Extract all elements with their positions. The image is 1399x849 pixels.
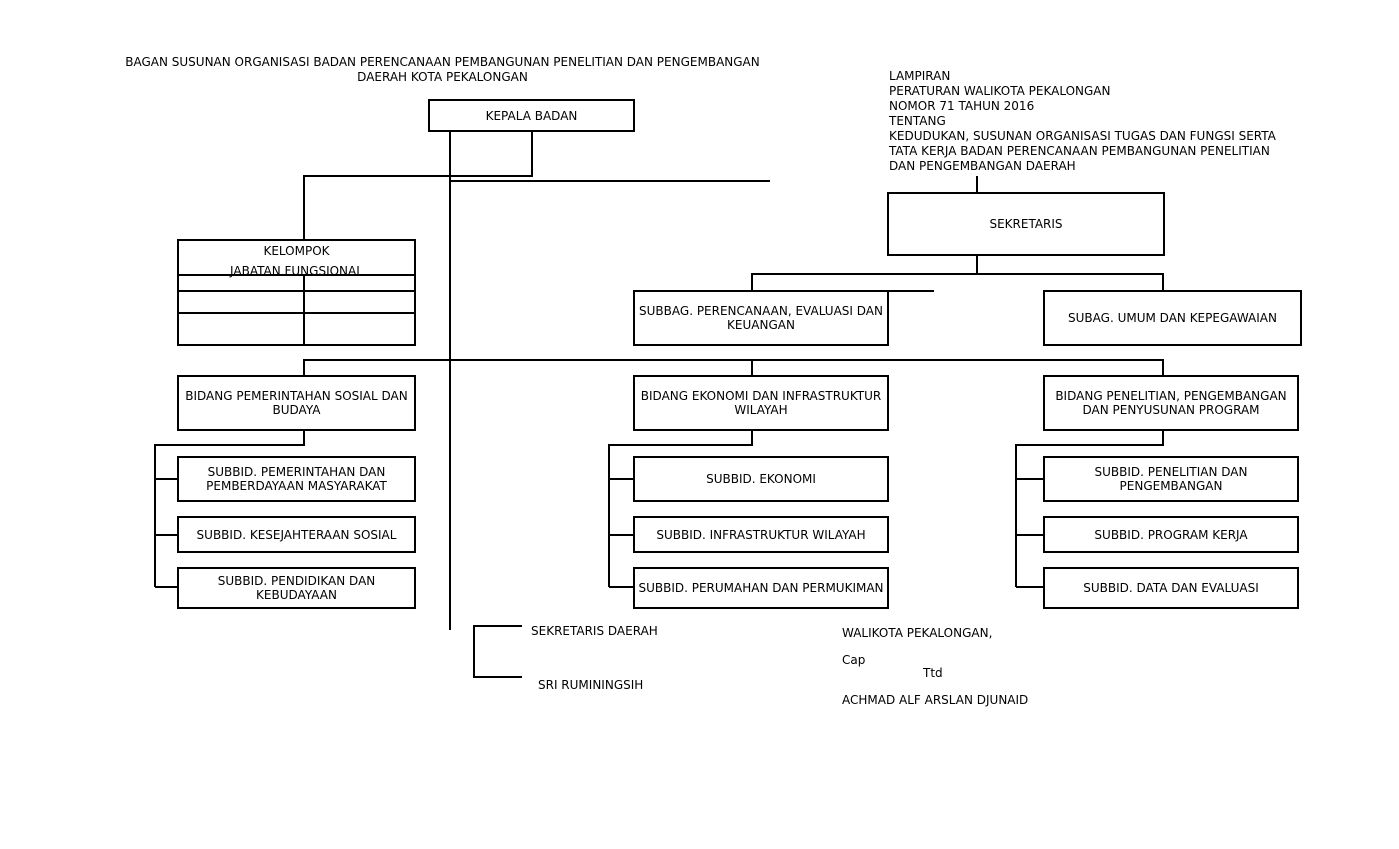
lampiran-line: KEDUDUKAN, SUSUNAN ORGANISASI TUGAS DAN …: [889, 129, 1276, 143]
bidang-ekonomi-line-1: BIDANG EKONOMI DAN INFRASTRUKTUR: [640, 389, 882, 403]
subbid-ekonomi-box: SUBBID. EKONOMI: [633, 456, 889, 502]
walikota-ttd: Ttd: [923, 666, 943, 680]
bidang-ekonomi-box: BIDANG EKONOMI DAN INFRASTRUKTUR WILAYAH: [633, 375, 889, 431]
walikota-title: WALIKOTA PEKALONGAN,: [842, 626, 993, 640]
lampiran-line: TENTANG: [889, 114, 946, 128]
kelompok-line-1: KELOMPOK: [263, 244, 330, 258]
sekretaris-box: SEKRETARIS: [887, 192, 1165, 256]
connector-bidang-3-tree: [1015, 430, 1164, 588]
subbag-perencanaan-line-2: KEUANGAN: [727, 318, 795, 332]
sekretaris-label: SEKRETARIS: [989, 217, 1063, 231]
lampiran-line: NOMOR 71 TAHUN 2016: [889, 99, 1035, 113]
subbid-line: SUBBID. EKONOMI: [706, 472, 816, 486]
bidang-penelitian-box: BIDANG PENELITIAN, PENGEMBANGAN DAN PENY…: [1043, 375, 1299, 431]
subbid-line: SUBBID. KESEJAHTERAAN SOSIAL: [196, 527, 397, 542]
subbid-line: PEMBERDAYAAN MASYARAKAT: [206, 479, 387, 493]
chart-title-line-1: BAGAN SUSUNAN ORGANISASI BADAN PERENCANA…: [125, 55, 760, 69]
bidang-pemerintahan-box: BIDANG PEMERINTAHAN SOSIAL DAN BUDAYA: [177, 375, 416, 431]
lampiran-line: TATA KERJA BADAN PERENCANAAN PEMBANGUNAN…: [889, 144, 1270, 158]
subbid-line: PENGEMBANGAN: [1119, 479, 1223, 493]
bidang-ekonomi-line-2: WILAYAH: [734, 403, 788, 417]
kelompok-grid: [178, 274, 415, 344]
subbid-line: SUBBID. INFRASTRUKTUR WILAYAH: [656, 527, 866, 542]
kelompok-label: KELOMPOK JABATAN FUNGSIONAL: [179, 241, 414, 281]
connector-bidang-2-tree: [608, 430, 753, 588]
kelompok-jabatan-box: KELOMPOK JABATAN FUNGSIONAL: [177, 239, 416, 346]
subbid-line: KEBUDAYAAN: [256, 588, 337, 602]
subbid-line: SUBBID. PROGRAM KERJA: [1094, 527, 1248, 542]
subbid-infrastruktur-box: SUBBID. INFRASTRUKTUR WILAYAH: [633, 516, 889, 553]
bidang-penelitian-line-1: BIDANG PENELITIAN, PENGEMBANGAN: [1055, 389, 1287, 403]
subbid-line: SUBBID. PENELITIAN DAN: [1094, 465, 1248, 479]
sekda-name: SRI RUMININGSIH: [538, 678, 644, 692]
bidang-pemerintahan-line-2: BUDAYA: [272, 403, 321, 417]
sekda-title: SEKRETARIS DAERAH: [531, 624, 658, 638]
connector-sekretaris-subbag: [751, 255, 1164, 291]
subbag-perencanaan-line-1: SUBBAG. PERENCANAAN, EVALUASI DAN: [639, 304, 883, 318]
connector-sekda-bracket: [473, 625, 522, 678]
walikota-name: ACHMAD ALF ARSLAN DJUNAID: [842, 693, 1029, 707]
subbid-penelitian-box: SUBBID. PENELITIAN DAN PENGEMBANGAN: [1043, 456, 1299, 502]
kepala-badan-label: KEPALA BADAN: [485, 108, 578, 123]
lampiran-line: PERATURAN WALIKOTA PEKALONGAN: [889, 84, 1111, 98]
subbid-program-box: SUBBID. PROGRAM KERJA: [1043, 516, 1299, 553]
subbid-perumahan-box: SUBBID. PERUMAHAN DAN PERMUKIMAN: [633, 567, 889, 609]
connector-kepala-kelompok: [303, 131, 533, 240]
chart-title-line-2: DAERAH KOTA PEKALONGAN: [357, 70, 528, 84]
bidang-pemerintahan-line-1: BIDANG PEMERINTAHAN SOSIAL DAN: [185, 389, 408, 403]
lampiran-line: DAN PENGEMBANGAN DAERAH: [889, 159, 1076, 173]
subbid-line: SUBBID. PENDIDIKAN DAN: [217, 574, 376, 588]
subbid-line: SUBBID. PEMERINTAHAN DAN: [207, 465, 386, 479]
chart-title: BAGAN SUSUNAN ORGANISASI BADAN PERENCANA…: [120, 55, 765, 85]
bidang-penelitian-line-2: DAN PENYUSUNAN PROGRAM: [1082, 403, 1260, 417]
subbag-perencanaan-box: SUBBAG. PERENCANAAN, EVALUASI DAN KEUANG…: [633, 290, 889, 346]
kepala-badan-box: KEPALA BADAN: [428, 99, 635, 132]
connector-bidang-horizontal: [303, 359, 1164, 376]
subbid-kesejahteraan-box: SUBBID. KESEJAHTERAAN SOSIAL: [177, 516, 416, 553]
connector-bidang-1-tree: [154, 430, 305, 588]
lampiran-line: LAMPIRAN: [889, 69, 951, 83]
lampiran-block: LAMPIRAN PERATURAN WALIKOTA PEKALONGAN N…: [889, 69, 1276, 174]
subbid-pendidikan-box: SUBBID. PENDIDIKAN DAN KEBUDAYAAN: [177, 567, 416, 609]
subbid-data-box: SUBBID. DATA DAN EVALUASI: [1043, 567, 1299, 609]
subbid-line: SUBBID. DATA DAN EVALUASI: [1083, 581, 1259, 595]
walikota-cap: Cap: [842, 653, 866, 667]
subbid-pemerintahan-box: SUBBID. PEMERINTAHAN DAN PEMBERDAYAAN MA…: [177, 456, 416, 502]
subbag-umum-box: SUBAG. UMUM DAN KEPEGAWAIAN: [1043, 290, 1302, 346]
kelompok-line-2: JABATAN FUNGSIONAL: [230, 264, 363, 278]
subbag-umum-label: SUBAG. UMUM DAN KEPEGAWAIAN: [1068, 311, 1277, 325]
subbid-line: SUBBID. PERUMAHAN DAN PERMUKIMAN: [638, 581, 884, 595]
